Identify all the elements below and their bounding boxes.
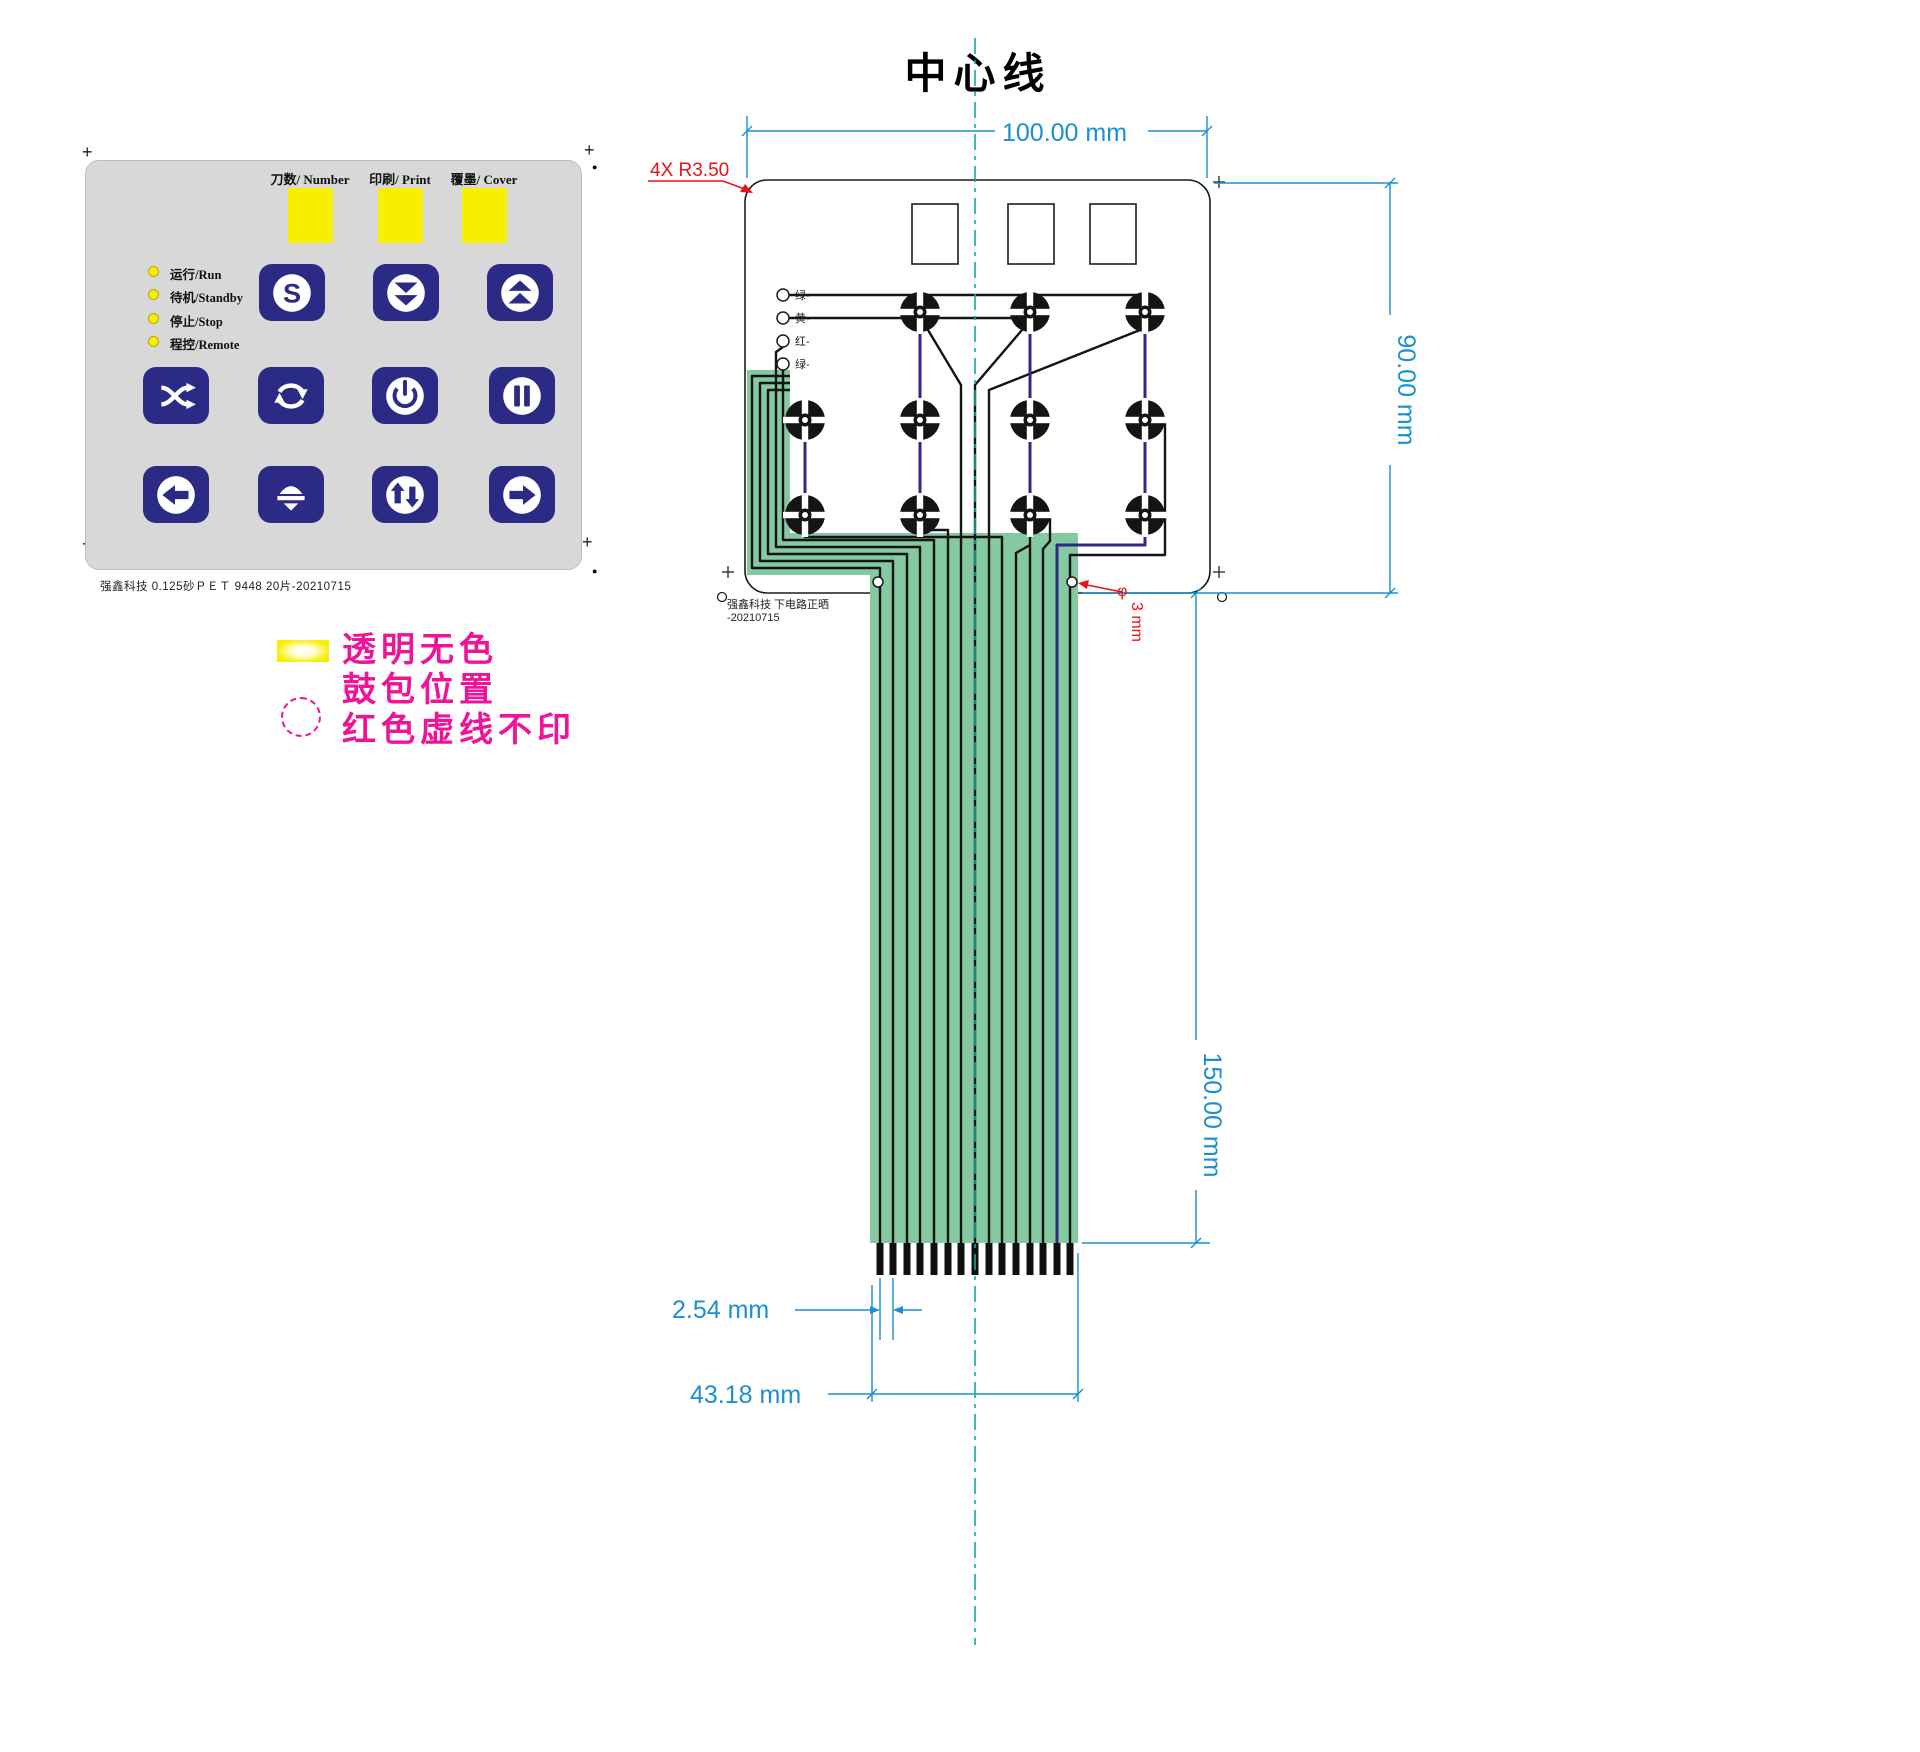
circuit-drawing: 中心线 (648, 38, 1420, 1645)
display-window-cover (462, 188, 507, 243)
svg-text:100.00 mm: 100.00 mm (1002, 119, 1127, 147)
chevron-double-up-icon (501, 273, 539, 312)
arrow-left-icon (157, 475, 195, 514)
keypad-button-up (487, 264, 553, 321)
press-cover-icon (277, 485, 305, 511)
led-run (148, 266, 159, 277)
dimension-width: 100.00 mm (741, 116, 1213, 178)
wire-label-yellow: 黄- (795, 311, 810, 325)
svg-text:43.18 mm: 43.18 mm (690, 1381, 801, 1409)
window-label-number: 刀数/ Number (270, 172, 350, 187)
keypad-button-shuffle (143, 367, 209, 424)
legend-line2: 鼓包位置 (342, 671, 498, 709)
led-label-stop: 停止/Stop (170, 315, 223, 329)
keypad-button-power (372, 367, 438, 424)
keypad-button-updown (372, 466, 438, 523)
registration-dot: ● (592, 162, 598, 172)
corner-radius-note: 4X R3.50 (648, 160, 753, 193)
svg-text:S: S (283, 277, 301, 308)
led-remote (148, 336, 159, 347)
ribbon-tail (747, 370, 1078, 1243)
registration-cross: + (582, 532, 593, 552)
circuit-note-line2: -20210715 (727, 612, 780, 624)
wire-label-red: 红- (795, 335, 810, 348)
keypad-button-press (258, 466, 324, 523)
dimension-height: 90.00 mm (1082, 177, 1420, 599)
led-label-run: 运行/Run (170, 268, 222, 282)
svg-text:90.00 mm: 90.00 mm (1392, 334, 1420, 445)
circuit-note-line1: 强鑫科技 下电路正晒 (727, 597, 829, 611)
arrow-up-down-icon (386, 475, 424, 514)
dimension-connector: 43.18 mm (690, 1253, 1084, 1409)
s-icon: S (273, 273, 311, 312)
registration-cross: + (584, 140, 595, 160)
arrow-right-icon (503, 475, 541, 514)
led-label-remote: 程控/Remote (170, 338, 240, 352)
keypad-button-s: S (259, 264, 325, 321)
drawing-title: 中心线 (904, 50, 1051, 97)
power-icon (386, 376, 424, 415)
wire-label-green1: 绿- (795, 288, 810, 302)
svg-text:3 mm: 3 mm (1128, 602, 1145, 642)
wire-label-green2: 绿- (795, 357, 810, 371)
svg-text:150.00 mm: 150.00 mm (1198, 1052, 1226, 1177)
panel-footer-note: 强鑫科技 0.125砂ＰＥＴ 9448 20片-20210715 (100, 581, 352, 593)
svg-text:4X R3.50: 4X R3.50 (650, 160, 729, 181)
svg-text:φ: φ (1117, 583, 1127, 600)
keypad-button-down (373, 264, 439, 321)
window-label-print: 印刷/ Print (369, 172, 431, 187)
hole-right (1066, 576, 1078, 588)
keypad-button-pause (489, 367, 555, 424)
display-window-print (378, 188, 423, 243)
hole-left (872, 576, 884, 588)
circuit-windows (911, 203, 1137, 265)
keypad-button-right (489, 466, 555, 523)
dimension-tail: 150.00 mm (1082, 587, 1226, 1249)
shuffle-icon (160, 382, 196, 409)
keypad-button-left (143, 466, 209, 523)
legend-dashed-circle (281, 697, 321, 737)
window-label-cover: 覆墨/ Cover (450, 172, 518, 187)
led-label-standby: 待机/Standby (170, 291, 243, 305)
rotate-icon (274, 382, 308, 409)
dimension-pitch: 2.54 mm (672, 1278, 922, 1340)
legend-yellow-swatch (277, 640, 329, 662)
legend-line1: 透明无色 (342, 631, 498, 669)
dimension-hole: φ 3 mm (1078, 580, 1145, 642)
led-standby (148, 289, 159, 300)
chevron-double-down-icon (387, 273, 425, 312)
registration-dot: ● (592, 566, 598, 576)
connector-fingers (876, 1243, 1074, 1275)
led-terminals: 绿- 黄- 红- 绿- (776, 288, 810, 371)
pause-icon (503, 376, 541, 415)
registration-cross: + (82, 142, 93, 162)
legend-line3: 红色虚线不印 (342, 711, 576, 749)
svg-text:2.54 mm: 2.54 mm (672, 1296, 769, 1324)
keypad-button-rotate (258, 367, 324, 424)
membrane-panel: 刀数/ Number 印刷/ Print 覆墨/ Cover 运行/Run 待机… (85, 160, 582, 570)
display-window-number (288, 188, 333, 243)
led-stop (148, 313, 159, 324)
